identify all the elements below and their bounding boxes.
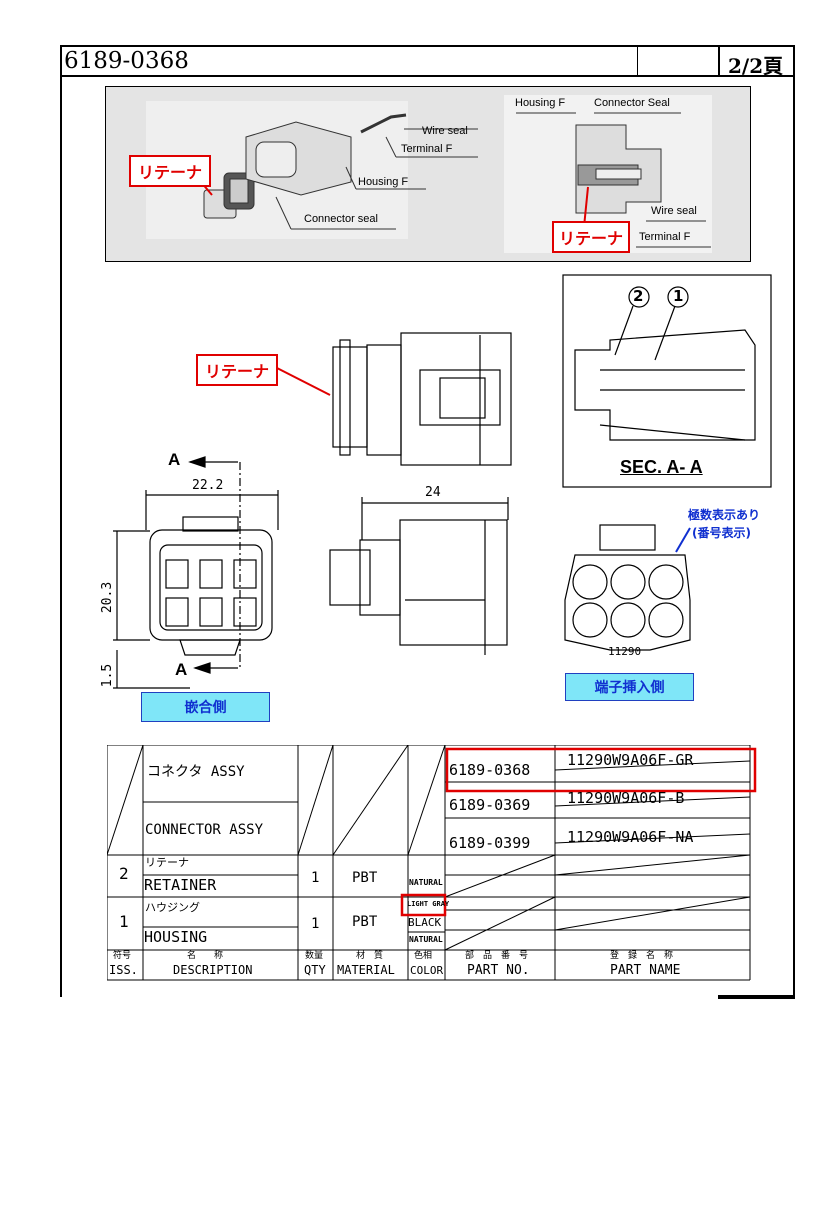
label-housing-right: Housing F bbox=[515, 97, 566, 109]
assy-name-en: CONNECTOR ASSY bbox=[145, 822, 264, 838]
header-iss: ISS. bbox=[109, 963, 138, 977]
header-color-jp: 色相 bbox=[414, 951, 433, 961]
balloon-1: 1 bbox=[673, 287, 684, 305]
label-wire-seal-right: Wire seal bbox=[651, 205, 697, 217]
row-qty-1: 1 bbox=[311, 916, 320, 932]
label-housing: Housing F bbox=[358, 176, 409, 188]
variant-part-no-3: 6189-0399 bbox=[449, 834, 531, 852]
section-label: SEC. A- A bbox=[620, 457, 703, 477]
exploded-view-illustration bbox=[200, 112, 711, 248]
label-terminal: Terminal F bbox=[401, 143, 453, 155]
balloon-2: 2 bbox=[633, 287, 644, 305]
dim-offset: 1.5 bbox=[100, 663, 116, 688]
frame-page-divider bbox=[718, 45, 720, 77]
header-partno: PART NO. bbox=[467, 963, 530, 978]
variant-part-name-1: 11290W9A06F-GR bbox=[567, 751, 694, 769]
header-color: COLOR bbox=[410, 964, 444, 977]
dim-length: 24 bbox=[425, 485, 441, 500]
header-mat: MATERIAL bbox=[337, 963, 395, 977]
pole-note-2: (番号表示) bbox=[692, 526, 751, 540]
label-wire-seal: Wire seal bbox=[422, 125, 468, 137]
mold-mark: 11290 bbox=[608, 645, 642, 658]
mating-side-label: 嵌合側 bbox=[141, 692, 270, 722]
row-color-1c: NATURAL bbox=[409, 935, 443, 944]
row-iss-2: 2 bbox=[119, 864, 129, 883]
document-number: 6189-0368 bbox=[64, 48, 189, 74]
row-name-jp-2: リテーナ bbox=[145, 856, 189, 869]
header-partname-jp: 登 録 名 称 bbox=[610, 951, 674, 961]
header-partname: PART NAME bbox=[610, 963, 681, 978]
row-color-1a: LIGHT GRAY bbox=[407, 900, 450, 908]
parts-table: コネクタ ASSY CONNECTOR ASSY 6189-0368 11290… bbox=[107, 745, 757, 981]
variant-part-name-2: 11290W9A06F-B bbox=[567, 789, 685, 807]
header-desc: DESCRIPTION bbox=[173, 963, 253, 977]
row-qty-2: 1 bbox=[311, 870, 320, 886]
variant-part-name-3: 11290W9A06F-NA bbox=[567, 828, 694, 846]
header-qty: QTY bbox=[304, 963, 326, 977]
frame-title-divider bbox=[637, 45, 638, 77]
header-desc-jp: 名 称 bbox=[187, 951, 224, 961]
retainer-callout-right: リテーナ bbox=[552, 221, 630, 253]
section-mark-top: A bbox=[168, 450, 181, 469]
label-terminal-right: Terminal F bbox=[639, 231, 691, 243]
retainer-callout-left: リテーナ bbox=[129, 155, 211, 187]
frame-bottom-bar bbox=[718, 995, 795, 999]
row-material-1: PBT bbox=[352, 914, 378, 930]
row-iss-1: 1 bbox=[119, 912, 129, 931]
section-mark-bottom: A bbox=[175, 660, 188, 679]
header-qty-jp: 数量 bbox=[305, 951, 324, 961]
variant-part-no-2: 6189-0369 bbox=[449, 796, 531, 814]
header-iss-jp: 符号 bbox=[113, 951, 132, 961]
page-number: 2/2頁 bbox=[728, 54, 784, 78]
retainer-callout-drawing: リテーナ bbox=[196, 354, 278, 386]
header-partno-jp: 部 品 番 号 bbox=[465, 951, 529, 961]
label-connector-seal: Connector seal bbox=[304, 213, 378, 225]
row-name-jp-1: ハウジング bbox=[145, 901, 200, 914]
dim-width: 22.2 bbox=[192, 478, 224, 493]
variant-part-no-1: 6189-0368 bbox=[449, 761, 531, 779]
row-color-1b: BLACK bbox=[408, 916, 442, 929]
frame-right bbox=[793, 77, 795, 997]
pole-note-1: 極数表示あり bbox=[688, 508, 761, 522]
dim-height: 20.3 bbox=[100, 581, 116, 614]
assy-name-jp: コネクタ ASSY bbox=[147, 764, 245, 780]
row-color-2a: NATURAL bbox=[409, 878, 443, 887]
row-name-en-1: HOUSING bbox=[144, 928, 208, 946]
frame-top bbox=[60, 45, 795, 77]
row-material-2: PBT bbox=[352, 870, 378, 886]
table-grid bbox=[107, 745, 757, 981]
technical-drawing bbox=[113, 274, 772, 689]
row-name-en-2: RETAINER bbox=[144, 876, 217, 894]
terminal-side-label: 端子挿入側 bbox=[565, 673, 694, 701]
frame-left bbox=[60, 77, 62, 997]
label-connector-seal-right: Connector Seal bbox=[594, 97, 670, 109]
header-mat-jp: 材 質 bbox=[356, 951, 384, 961]
